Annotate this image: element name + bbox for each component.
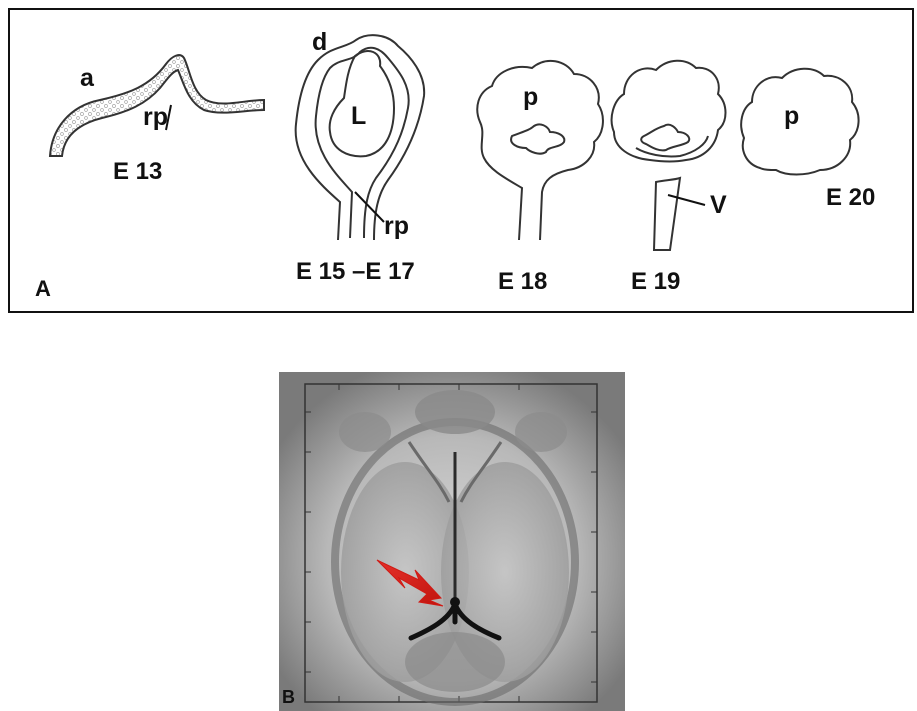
e20-pituitary-drawing xyxy=(741,69,858,175)
label-p-e18: p xyxy=(523,85,538,110)
e15-e17-pituitary-drawing xyxy=(296,35,425,240)
mri-image xyxy=(279,372,625,711)
stage-e19: E 19 xyxy=(631,270,680,294)
label-rp-e15: rp xyxy=(384,214,409,239)
stage-e18: E 18 xyxy=(498,270,547,294)
panel-label-b: B xyxy=(282,688,295,706)
e18-pituitary-drawing xyxy=(477,61,603,240)
label-V: V xyxy=(710,193,727,218)
label-L: L xyxy=(351,104,366,129)
label-rp-e13: rp xyxy=(143,105,168,130)
panel-b-image xyxy=(279,372,625,711)
e19-pituitary-drawing xyxy=(612,61,726,250)
stage-e20: E 20 xyxy=(826,186,875,210)
label-d: d xyxy=(312,30,327,55)
label-p-e20: p xyxy=(784,104,799,129)
e19-v-pointer xyxy=(668,195,705,205)
stage-e13: E 13 xyxy=(113,160,162,184)
label-a: a xyxy=(80,66,94,91)
panel-label-a: A xyxy=(35,278,51,300)
stage-e15-e17: E 15 –E 17 xyxy=(296,260,415,284)
